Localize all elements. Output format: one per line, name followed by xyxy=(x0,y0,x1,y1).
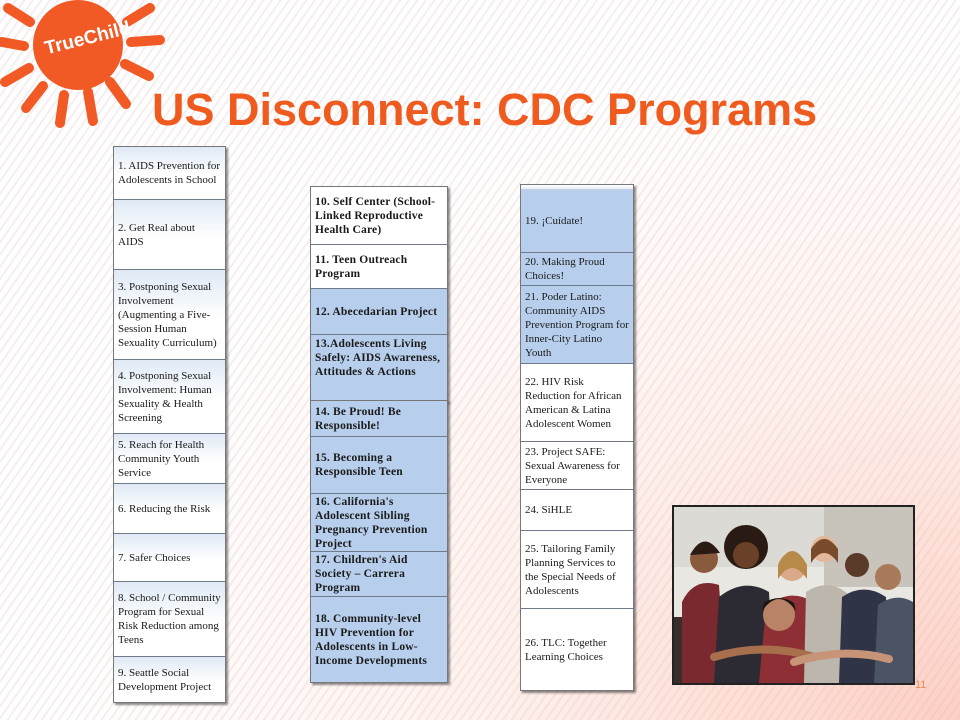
program-item: 23. Project SAFE: Sexual Awareness for E… xyxy=(521,442,633,490)
program-item: 1. AIDS Prevention for Adolescents in Sc… xyxy=(114,147,225,200)
program-item: 4. Postponing Sexual Involvement: Human … xyxy=(114,360,225,434)
program-item: 11. Teen Outreach Program xyxy=(311,245,447,289)
program-item: 10. Self Center (School-Linked Reproduct… xyxy=(311,187,447,245)
truechild-logo: TrueChild xyxy=(0,0,190,140)
program-item: 22. HIV Risk Reduction for African Ameri… xyxy=(521,364,633,442)
program-item: 13.Adolescents Living Safely: AIDS Aware… xyxy=(311,335,447,401)
sun-icon xyxy=(0,0,165,128)
program-item: 3. Postponing Sexual Involvement (Augmen… xyxy=(114,270,225,360)
program-item: 9. Seattle Social Development Project xyxy=(114,657,225,702)
program-item: 25. Tailoring Family Planning Services t… xyxy=(521,531,633,609)
program-item: 12. Abecedarian Project xyxy=(311,289,447,335)
program-list-column-4: 19. ¡Cuídate! 20. Making Proud Choices! … xyxy=(520,184,634,691)
program-item: 5. Reach for Health Community Youth Serv… xyxy=(114,434,225,484)
program-item: 2. Get Real about AIDS xyxy=(114,200,225,270)
page-number: 11 xyxy=(915,679,927,691)
program-item: 19. ¡Cuídate! xyxy=(521,190,633,253)
program-item: 8. School / Community Program for Sexual… xyxy=(114,582,225,657)
program-item: 14. Be Proud! Be Responsible! xyxy=(311,401,447,437)
program-list-column-2: 10. Self Center (School-Linked Reproduct… xyxy=(310,186,448,402)
column-top-edge xyxy=(521,185,633,190)
program-item: 7. Safer Choices xyxy=(114,534,225,582)
program-item: 18. Community-level HIV Prevention for A… xyxy=(311,597,447,682)
program-item: 20. Making Proud Choices! xyxy=(521,253,633,286)
program-item: 17. Children's Aid Society – Carrera Pro… xyxy=(311,552,447,597)
program-item: 16. California's Adolescent Sibling Preg… xyxy=(311,494,447,552)
page-title: US Disconnect: CDC Programs xyxy=(152,84,818,135)
teens-group-photo xyxy=(672,505,915,685)
program-item: 21. Poder Latino: Community AIDS Prevent… xyxy=(521,286,633,364)
program-list-column-3: 14. Be Proud! Be Responsible! 15. Becomi… xyxy=(310,400,448,683)
program-item: 6. Reducing the Risk xyxy=(114,484,225,534)
program-item: 24. SiHLE xyxy=(521,490,633,531)
program-list-column-1: 1. AIDS Prevention for Adolescents in Sc… xyxy=(113,146,226,703)
program-item: 26. TLC: Together Learning Choices xyxy=(525,636,607,663)
program-item: 15. Becoming a Responsible Teen xyxy=(311,437,447,494)
